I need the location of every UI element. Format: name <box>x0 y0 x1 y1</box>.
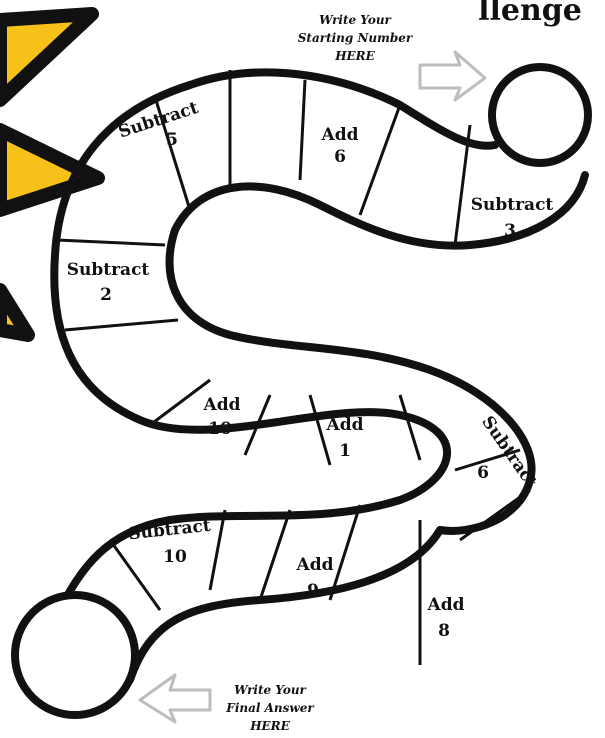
squares: Subtract 5 Add 6 Subtract 3 Subtract 2 A… <box>67 98 554 641</box>
square-op: Add <box>326 415 364 435</box>
square-op: Subtract <box>471 195 554 215</box>
start-circle[interactable] <box>492 67 588 163</box>
square-num: 3 <box>504 221 516 241</box>
square-op: Add <box>296 555 334 575</box>
square-num: 6 <box>477 463 489 483</box>
square-num: 10 <box>163 547 187 567</box>
finish-note: Write Your Final Answer HERE <box>225 683 315 733</box>
start-arrow-icon <box>420 52 485 100</box>
square-num: 8 <box>438 621 450 641</box>
square-add-6[interactable]: Add 6 <box>321 125 359 167</box>
star-decoration <box>0 14 98 335</box>
game-path <box>54 72 585 680</box>
start-note-line-3: HERE <box>334 49 375 63</box>
start-note-line-1: Write Your <box>319 13 392 27</box>
page-title-fragment: llenge <box>478 0 582 28</box>
square-num: 1 <box>339 441 351 461</box>
square-num: 9 <box>307 581 319 601</box>
start-note: Write Your Starting Number HERE <box>298 13 414 63</box>
square-add-1[interactable]: Add 1 <box>326 415 364 461</box>
start-note-line-2: Starting Number <box>298 31 414 45</box>
square-add-8[interactable]: Add 8 <box>427 595 465 641</box>
square-op: Subtract <box>67 260 150 280</box>
square-op: Subtract <box>127 516 211 545</box>
square-subtract-10[interactable]: Subtract 10 <box>127 516 211 567</box>
square-num: 2 <box>100 285 112 305</box>
square-num: 6 <box>334 147 346 167</box>
square-num: 10 <box>208 419 232 439</box>
square-op: Add <box>321 125 359 145</box>
finish-note-line-3: HERE <box>249 719 290 733</box>
square-add-10[interactable]: Add 10 <box>203 395 241 439</box>
square-op: Add <box>203 395 241 415</box>
square-subtract-3[interactable]: Subtract 3 <box>471 195 554 241</box>
arrows <box>140 52 485 722</box>
finish-note-line-1: Write Your <box>234 683 307 697</box>
square-op: Add <box>427 595 465 615</box>
finish-circle[interactable] <box>15 595 135 715</box>
square-num: 5 <box>166 130 178 150</box>
square-subtract-2[interactable]: Subtract 2 <box>67 260 150 305</box>
square-dividers <box>57 70 530 665</box>
finish-arrow-icon <box>140 675 210 722</box>
finish-note-line-2: Final Answer <box>225 701 315 715</box>
